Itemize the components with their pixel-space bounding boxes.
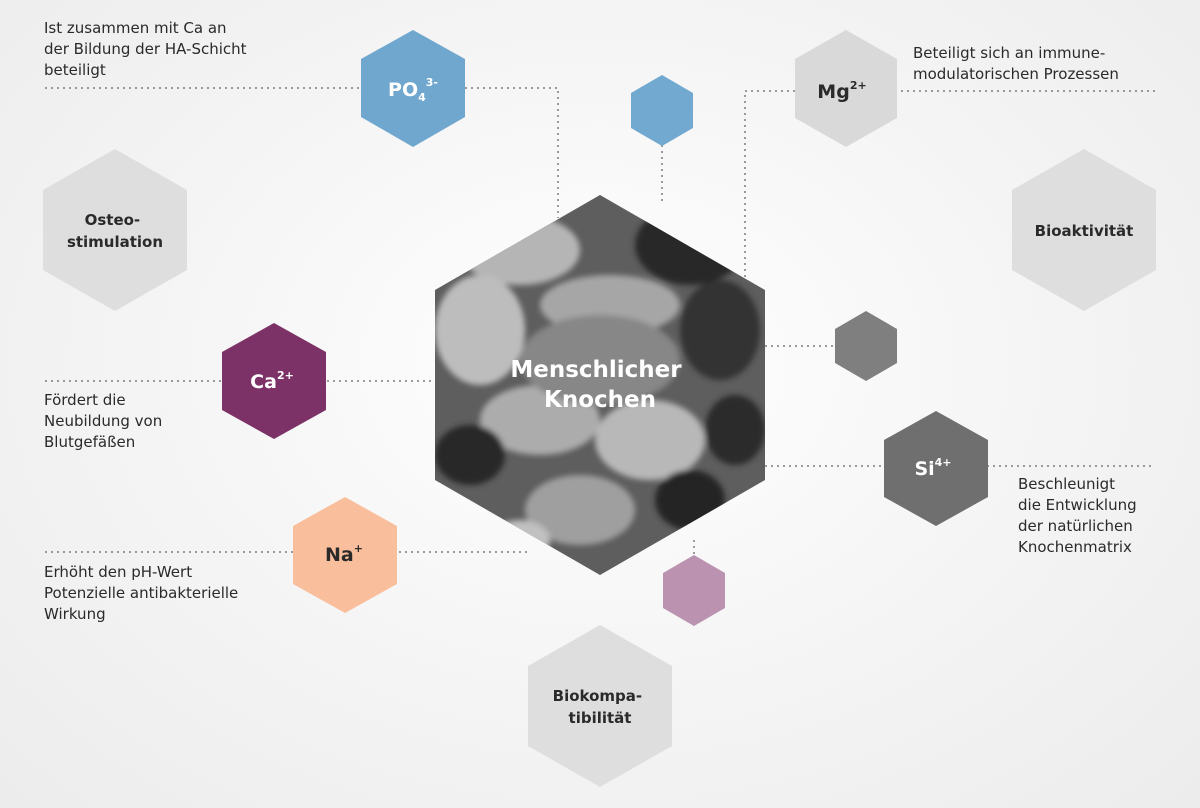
na-description: Erhöht den pH-Wert Potenzielle antibakte…: [44, 563, 239, 623]
na-label: Na+: [325, 542, 363, 566]
center-label: Menschlicher Knochen: [510, 357, 689, 413]
mg-description: Beteiligt sich an immune- modulatorische…: [913, 44, 1119, 83]
ca-hexagon: [222, 323, 326, 439]
bone-image-hexagon: [435, 195, 765, 575]
si-hexagon: [884, 411, 988, 526]
na-hexagon: [293, 497, 397, 613]
connector-mg: [744, 90, 1155, 280]
po4-hexagon: [361, 30, 465, 147]
connector-lines: [45, 87, 1155, 560]
si-label: Si4+: [914, 456, 951, 480]
mg-hexagon: [795, 30, 897, 147]
small-blue-hexagon: [631, 75, 693, 146]
bioaktivitaet-label: Bioaktivität: [1035, 222, 1134, 240]
small-gray-hexagon: [835, 311, 897, 381]
osteostimulation-label: Osteo- stimulation: [67, 211, 163, 251]
center-label-line-1: Menschlicher: [510, 357, 682, 383]
po4-label: PO43-: [388, 76, 438, 104]
osteostimulation-hexagon: [43, 149, 187, 311]
ca-label: Ca2+: [250, 369, 294, 393]
small-mauve-hexagon: [663, 555, 725, 626]
biokompatibilitaet-label: Biokompa- tibilität: [553, 687, 648, 727]
biokompatibilitaet-hexagon: [528, 625, 672, 787]
si-description: Beschleunigt die Entwicklung der natürli…: [1018, 475, 1137, 556]
po4-description: Ist zusammen mit Ca an der Bildung der H…: [44, 19, 247, 79]
mg-label: Mg2+: [817, 79, 866, 103]
ca-description: Fördert die Neubildung von Blutgefäßen: [44, 391, 163, 451]
bioaktivitaet-hexagon: [1012, 149, 1156, 311]
center-label-line-2: Knochen: [544, 387, 656, 413]
